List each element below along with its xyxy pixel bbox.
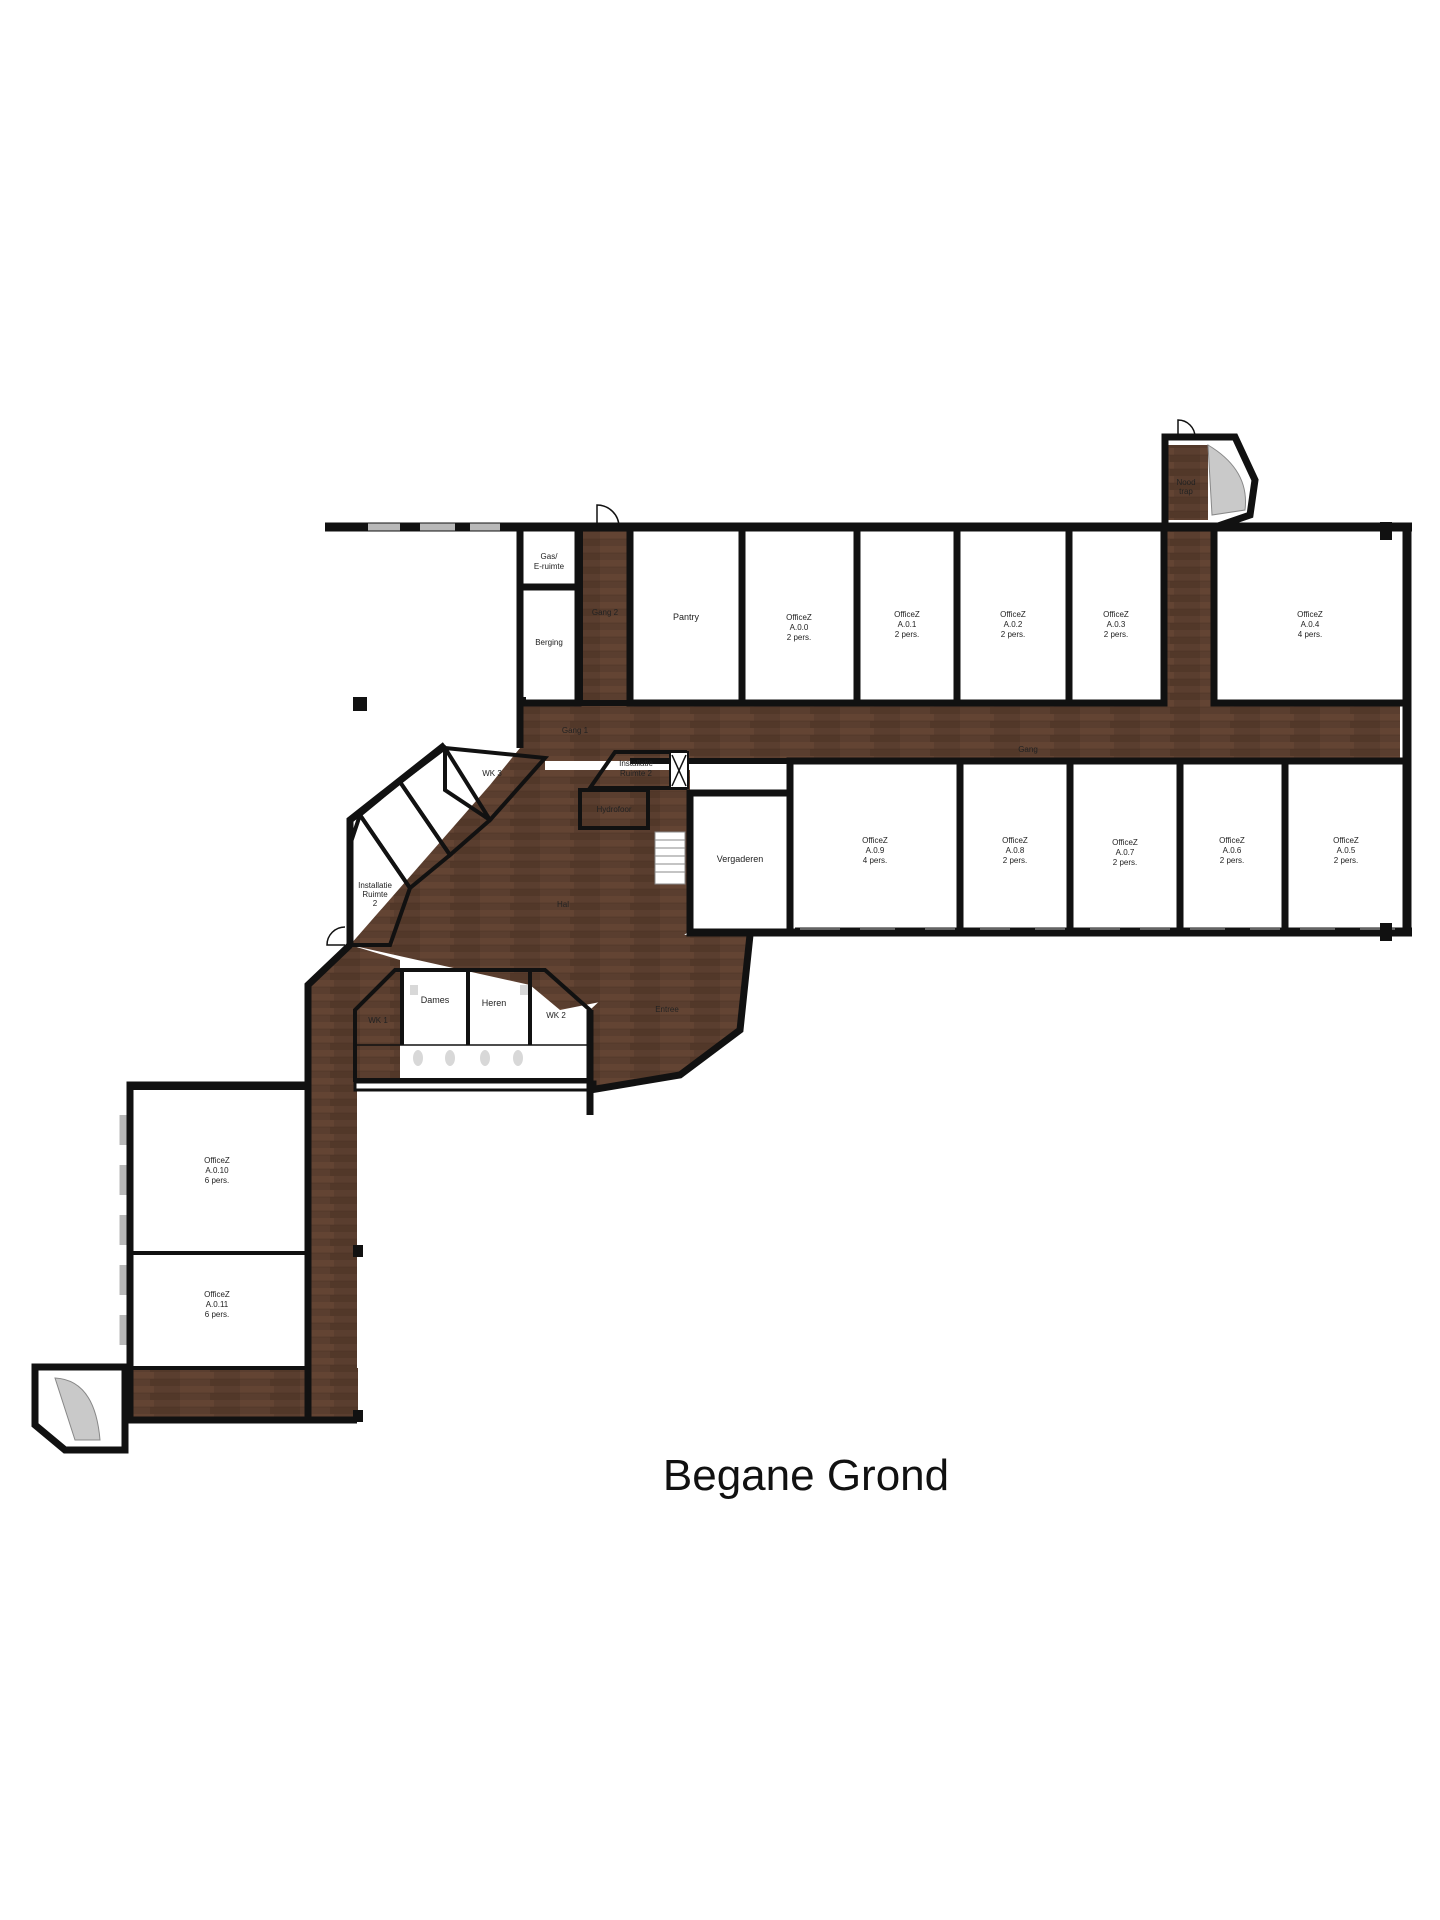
label-inst-left-1: Installatie — [358, 881, 392, 890]
label-a00-1: OfficeZ — [786, 613, 812, 622]
label-heren: Heren — [482, 998, 507, 1008]
room-inst-left — [348, 810, 413, 947]
label-gang: Gang — [1018, 745, 1038, 754]
label-nood-2: trap — [1179, 487, 1193, 496]
bottom-corridor-floor — [130, 1368, 358, 1420]
rooms-top-row — [516, 523, 1411, 707]
label-a04-3: 4 pers. — [1298, 630, 1322, 639]
label-hal: Hal — [557, 900, 569, 909]
label-a09-3: 4 pers. — [863, 856, 887, 865]
label-vergaderen: Vergaderen — [717, 854, 764, 864]
label-a04-1: OfficeZ — [1297, 610, 1323, 619]
label-inst2-1: Installatie — [619, 759, 653, 768]
nood-floor — [1168, 445, 1208, 520]
left-corridor-floor — [308, 945, 400, 1420]
label-a05-2: A.0.5 — [1337, 846, 1356, 855]
label-gang1: Gang 1 — [562, 726, 589, 735]
room-labels: Gas/ E-ruimte Berging Gang 2 Pantry Offi… — [204, 478, 1359, 1319]
label-a04-2: A.0.4 — [1301, 620, 1320, 629]
label-a09-2: A.0.9 — [866, 846, 885, 855]
label-a01-3: 2 pers. — [895, 630, 919, 639]
label-a00-3: 2 pers. — [787, 633, 811, 642]
gang1-floor — [520, 703, 630, 748]
label-a011-3: 6 pers. — [205, 1310, 229, 1319]
label-a02-1: OfficeZ — [1000, 610, 1026, 619]
label-a07-1: OfficeZ — [1112, 838, 1138, 847]
label-nood-1: Nood — [1176, 478, 1195, 487]
rooms-service — [326, 745, 689, 1115]
wood-floors — [130, 445, 1400, 1420]
label-a06-1: OfficeZ — [1219, 836, 1245, 845]
label-a010-1: OfficeZ — [204, 1156, 230, 1165]
label-a010-2: A.0.10 — [205, 1166, 229, 1175]
label-a05-1: OfficeZ — [1333, 836, 1359, 845]
label-a03-3: 2 pers. — [1104, 630, 1128, 639]
label-a03-2: A.0.3 — [1107, 620, 1126, 629]
label-a02-3: 2 pers. — [1001, 630, 1025, 639]
label-a08-3: 2 pers. — [1003, 856, 1027, 865]
hal-floor — [350, 748, 690, 1010]
label-a02-2: A.0.2 — [1004, 620, 1023, 629]
label-a01-2: A.0.1 — [898, 620, 917, 629]
rooms-bottom-row — [630, 757, 1411, 937]
label-gang2: Gang 2 — [592, 608, 619, 617]
label-a07-3: 2 pers. — [1113, 858, 1137, 867]
label-entree: Entree — [655, 1005, 679, 1014]
hal-stairs — [654, 831, 686, 885]
label-wk3: WK 3 — [482, 769, 502, 778]
label-a03-1: OfficeZ — [1103, 610, 1129, 619]
label-a08-1: OfficeZ — [1002, 836, 1028, 845]
room-a07 — [1066, 757, 1184, 937]
right-corridor-floor — [1164, 530, 1214, 705]
gang2-floor — [580, 530, 630, 705]
label-wk1: WK 1 — [368, 1016, 388, 1025]
label-a01-1: OfficeZ — [894, 610, 920, 619]
label-a06-2: A.0.6 — [1223, 846, 1242, 855]
label-a08-2: A.0.8 — [1006, 846, 1025, 855]
label-a09-1: OfficeZ — [862, 836, 888, 845]
label-a010-3: 6 pers. — [205, 1176, 229, 1185]
label-inst-left-3: 2 — [373, 899, 378, 908]
room-hydrofoor — [578, 788, 650, 830]
label-a07-2: A.0.7 — [1116, 848, 1135, 857]
floor-title: Begane Grond — [663, 1451, 949, 1500]
label-gas: Gas/ — [541, 552, 559, 561]
label-dames: Dames — [421, 995, 450, 1005]
label-a011-1: OfficeZ — [204, 1290, 230, 1299]
label-inst2-2: Ruimte 2 — [620, 769, 653, 778]
label-wk2: WK 2 — [546, 1011, 566, 1020]
label-gas-2: E-ruimte — [534, 562, 565, 571]
label-berging: Berging — [535, 638, 563, 647]
label-a05-3: 2 pers. — [1334, 856, 1358, 865]
label-inst-left-2: Ruimte — [362, 890, 388, 899]
label-hydrofoor: Hydrofoor — [596, 805, 631, 814]
room-a011 — [128, 1251, 310, 1370]
label-a011-2: A.0.11 — [206, 1300, 229, 1309]
label-a00-2: A.0.0 — [790, 623, 809, 632]
rooms-left-wing — [128, 1086, 310, 1370]
label-a06-3: 2 pers. — [1220, 856, 1244, 865]
label-pantry: Pantry — [673, 612, 700, 622]
